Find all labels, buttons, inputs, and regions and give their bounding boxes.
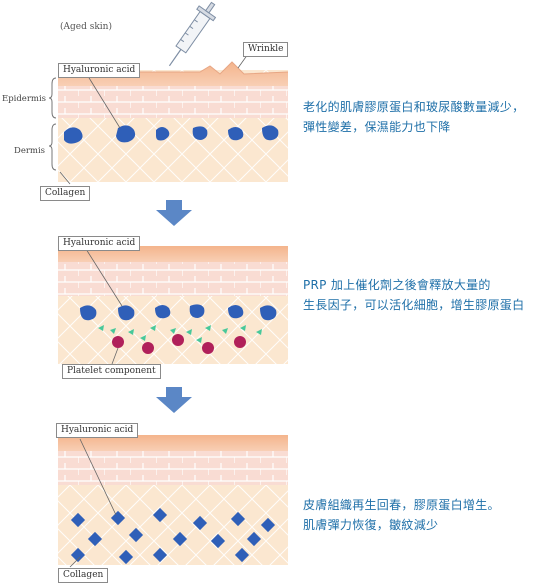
ha-blob bbox=[116, 125, 136, 143]
ha-blob bbox=[262, 125, 279, 141]
ha-blob bbox=[189, 304, 205, 318]
aged-skin-illustration bbox=[48, 1, 289, 185]
collagen-diamond bbox=[192, 515, 208, 531]
collagen-diamond bbox=[210, 533, 226, 549]
ha-blob bbox=[228, 305, 244, 319]
collagen-molecules bbox=[70, 507, 276, 565]
panel-aged-skin: (Aged skin) Hyaluronic acid Wrinkle Epid… bbox=[0, 0, 554, 201]
ha-blob bbox=[80, 305, 97, 321]
epidermis-cells bbox=[58, 451, 288, 485]
caption-line: PRP 加上催化劑之後會釋放大量的 bbox=[303, 278, 491, 292]
panel-prp-treatment: Hyaluronic acid Platelet component PRP 加… bbox=[0, 228, 554, 388]
caption-line: 肌膚彈力恢復，皺紋減少 bbox=[303, 518, 439, 532]
syringe-icon bbox=[168, 1, 217, 67]
collagen-diamond bbox=[234, 547, 250, 563]
epidermis-cells bbox=[58, 84, 288, 118]
ha-blob bbox=[156, 127, 170, 141]
platelet-icon bbox=[112, 336, 124, 348]
hyaluronic-acid-label: Hyaluronic acid bbox=[58, 63, 141, 78]
platelet-icon bbox=[234, 336, 246, 348]
caption-rejuvenated: 皮膚組織再生回春，膠原蛋白增生。 肌膚彈力恢復，皺紋減少 bbox=[303, 495, 500, 535]
collagen-diamond bbox=[128, 527, 144, 543]
hyaluronic-acid-label: Hyaluronic acid bbox=[58, 236, 141, 251]
collagen-diamond bbox=[152, 507, 168, 523]
caption-line: 生長因子，可以活化細胞，增生膠原蛋白 bbox=[303, 298, 525, 312]
collagen-diamond bbox=[118, 549, 134, 565]
caption-line: 老化的肌膚膠原蛋白和玻尿酸數量減少， bbox=[303, 100, 525, 114]
ha-blob bbox=[118, 305, 135, 321]
hyaluronic-acid-label: Hyaluronic acid bbox=[56, 423, 139, 438]
platelet-icon bbox=[202, 342, 214, 354]
collagen-diamond bbox=[70, 512, 86, 528]
collagen-label: Collagen bbox=[40, 186, 91, 201]
caption-line: 皮膚組織再生回春，膠原蛋白增生。 bbox=[303, 498, 500, 512]
collagen-label: Collagen bbox=[58, 568, 109, 583]
aged-skin-label: (Aged skin) bbox=[60, 22, 112, 32]
ha-blob bbox=[228, 127, 244, 141]
hyaluronic-acid-molecules bbox=[64, 125, 279, 144]
epidermis-label: Epidermis bbox=[2, 94, 47, 104]
epidermis-cells bbox=[58, 262, 288, 296]
collagen-diamond bbox=[246, 531, 262, 547]
collagen-diamond bbox=[172, 531, 188, 547]
wrinkle-label: Wrinkle bbox=[243, 42, 289, 57]
skin-surface bbox=[58, 62, 288, 86]
ha-blob bbox=[64, 127, 83, 144]
platelet-component-label: Platelet component bbox=[62, 364, 161, 379]
platelet-cells bbox=[112, 334, 246, 354]
collagen-diamond bbox=[152, 547, 168, 563]
hyaluronic-acid-molecules bbox=[80, 304, 277, 321]
down-arrow-icon bbox=[156, 387, 192, 413]
platelet-icon bbox=[142, 342, 154, 354]
growth-factor-particles bbox=[98, 325, 262, 343]
dermis-label: Dermis bbox=[14, 146, 46, 156]
collagen-diamond bbox=[260, 517, 276, 533]
prp-skin-illustration bbox=[58, 246, 288, 365]
caption-prp: PRP 加上催化劑之後會釋放大量的 生長因子，可以活化細胞，增生膠原蛋白 bbox=[303, 275, 524, 315]
skin-surface bbox=[58, 435, 288, 451]
rejuvenated-skin-illustration bbox=[58, 435, 288, 568]
ha-blob bbox=[192, 126, 208, 140]
caption-line: 彈性變差，保濕能力也下降 bbox=[303, 120, 451, 134]
ha-blob bbox=[155, 305, 171, 319]
platelet-icon bbox=[172, 334, 184, 346]
caption-aged-skin: 老化的肌膚膠原蛋白和玻尿酸數量減少， 彈性變差，保濕能力也下降 bbox=[303, 97, 524, 137]
ha-blob bbox=[260, 305, 277, 321]
collagen-diamond bbox=[70, 547, 86, 563]
collagen-diamond bbox=[230, 511, 246, 527]
collagen-diamond bbox=[110, 510, 126, 526]
panel-rejuvenated-skin: Hyaluronic acid Collagen 皮膚組織再生回春，膠原蛋白增生… bbox=[0, 415, 554, 588]
collagen-diamond bbox=[87, 531, 103, 547]
down-arrow-icon bbox=[156, 200, 192, 226]
